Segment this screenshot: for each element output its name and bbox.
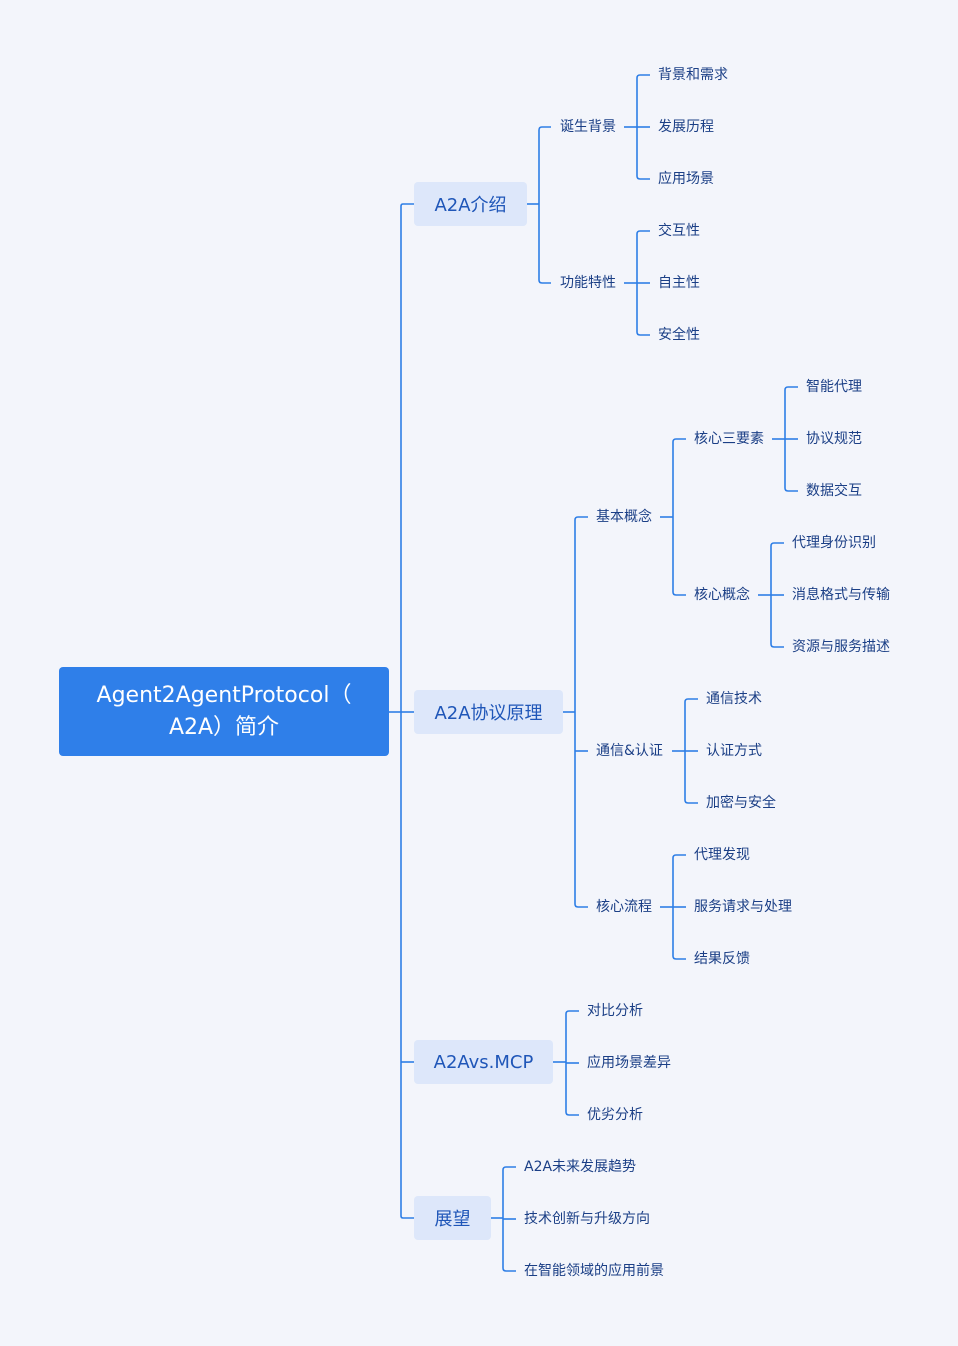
node-pros-cons[interactable]: 优劣分析 — [587, 1107, 643, 1123]
root-topic[interactable]: Agent2AgentProtocol（ A2A）简介 — [59, 667, 389, 756]
node-encryption-security[interactable]: 加密与安全 — [706, 795, 776, 811]
node-protocol-spec[interactable]: 协议规范 — [806, 431, 862, 447]
node-security[interactable]: 安全性 — [658, 327, 700, 343]
node-innovation-direction[interactable]: 技术创新与升级方向 — [524, 1211, 650, 1227]
node-data-interaction[interactable]: 数据交互 — [806, 483, 862, 499]
root-title-line1: Agent2AgentProtocol（ — [96, 682, 352, 708]
node-interactivity[interactable]: 交互性 — [658, 223, 700, 239]
node-application-prospect[interactable]: 在智能领域的应用前景 — [524, 1263, 664, 1279]
branch-outlook[interactable]: 展望 — [414, 1196, 491, 1240]
node-comm-auth[interactable]: 通信&认证 — [596, 743, 663, 759]
node-scenario-diff[interactable]: 应用场景差异 — [587, 1055, 671, 1071]
node-result-feedback[interactable]: 结果反馈 — [694, 951, 750, 967]
node-three-elements[interactable]: 核心三要素 — [694, 431, 764, 447]
node-development-history[interactable]: 发展历程 — [658, 119, 714, 135]
node-birth-background[interactable]: 诞生背景 — [560, 119, 616, 135]
node-service-request[interactable]: 服务请求与处理 — [694, 899, 792, 915]
branch-a2a-principle[interactable]: A2A协议原理 — [414, 690, 563, 734]
node-agent-discovery[interactable]: 代理发现 — [694, 847, 750, 863]
node-comparison[interactable]: 对比分析 — [587, 1003, 643, 1019]
node-core-concepts[interactable]: 核心概念 — [694, 587, 750, 603]
node-message-format[interactable]: 消息格式与传输 — [792, 587, 890, 603]
branch-a2a-vs-mcp[interactable]: A2Avs.MCP — [414, 1040, 553, 1084]
node-core-flow[interactable]: 核心流程 — [596, 899, 652, 915]
node-auth-method[interactable]: 认证方式 — [706, 743, 762, 759]
node-basic-concepts[interactable]: 基本概念 — [596, 509, 652, 525]
root-title-line2: A2A）简介 — [168, 714, 280, 740]
node-features[interactable]: 功能特性 — [560, 275, 616, 291]
node-intelligent-agent[interactable]: 智能代理 — [806, 379, 862, 395]
node-comm-tech[interactable]: 通信技术 — [706, 691, 762, 707]
node-autonomy[interactable]: 自主性 — [658, 275, 700, 291]
branch-a2a-intro[interactable]: A2A介绍 — [414, 182, 527, 226]
node-future-trend[interactable]: A2A未来发展趋势 — [524, 1159, 637, 1175]
node-agent-identity[interactable]: 代理身份识别 — [792, 535, 876, 551]
node-background-needs[interactable]: 背景和需求 — [658, 67, 728, 83]
node-application-scenarios[interactable]: 应用场景 — [658, 171, 714, 187]
node-resource-description[interactable]: 资源与服务描述 — [792, 639, 890, 655]
